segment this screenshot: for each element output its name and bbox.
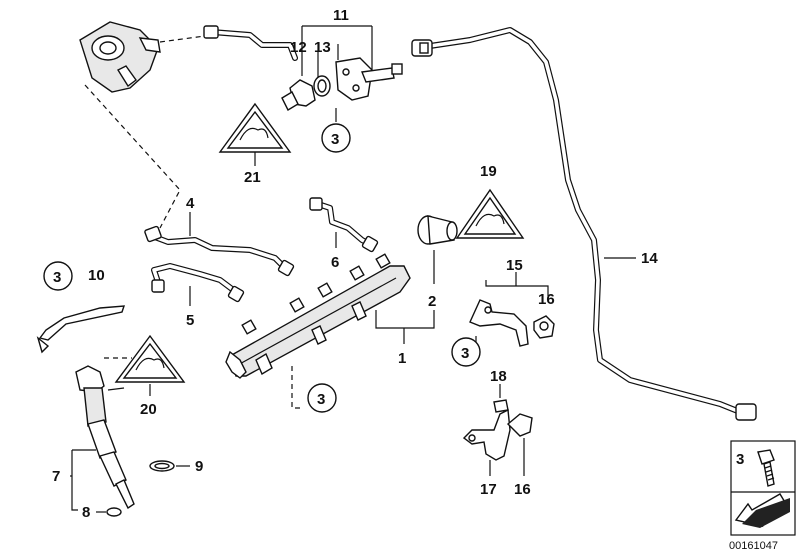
warning-triangle-icon — [114, 334, 186, 396]
label-19: 19 — [480, 163, 497, 180]
injector — [70, 365, 190, 517]
label-8: 8 — [82, 504, 90, 521]
label-4: 4 — [186, 195, 195, 212]
label-2: 2 — [428, 293, 436, 310]
injection-line-5 — [151, 263, 245, 306]
label-15: 15 — [506, 257, 523, 274]
label-18: 18 — [490, 368, 507, 385]
circle-marker-3 — [43, 261, 73, 291]
label-12: 12 — [290, 39, 307, 56]
fuel-rail — [225, 253, 435, 379]
screw-icon — [757, 449, 775, 487]
bracket-15 — [469, 272, 555, 347]
label-14: 14 — [641, 250, 658, 267]
label-10: 10 — [88, 267, 105, 284]
label-3: 3 — [331, 131, 339, 148]
warning-triangle-icon — [455, 188, 525, 239]
injection-line-4 — [144, 212, 295, 277]
label-20: 20 — [140, 401, 157, 418]
label-3: 3 — [317, 391, 325, 408]
arrow-icon — [734, 493, 790, 528]
fuel-line-14 — [411, 27, 757, 421]
label-16: 16 — [538, 291, 555, 308]
grommet-2 — [417, 215, 458, 284]
feed-line-top — [203, 25, 298, 61]
label-9: 9 — [195, 458, 203, 475]
label-5: 5 — [186, 312, 194, 329]
warning-triangle-icon — [218, 102, 292, 166]
label-3: 3 — [461, 345, 469, 362]
injection-line-6 — [309, 197, 379, 253]
legend-box — [730, 440, 796, 536]
label-16: 16 — [514, 481, 531, 498]
label-1: 1 — [398, 350, 406, 367]
bracket-17 — [462, 384, 533, 476]
label-13: 13 — [314, 39, 331, 56]
high-pressure-pump — [79, 21, 206, 93]
label-7: 7 — [52, 468, 60, 485]
label-3: 3 — [736, 451, 744, 468]
circle-marker-3 — [321, 123, 351, 153]
label-11: 11 — [333, 7, 349, 24]
circle-marker-3 — [451, 337, 481, 367]
pressure-sensor-group — [281, 25, 403, 122]
label-6: 6 — [331, 254, 339, 271]
document-number: 00161047 — [729, 540, 778, 552]
label-21: 21 — [244, 169, 261, 186]
label-3: 3 — [53, 269, 61, 286]
guide-rail-10 — [36, 305, 125, 354]
circle-marker-3 — [307, 383, 337, 413]
label-17: 17 — [480, 481, 497, 498]
